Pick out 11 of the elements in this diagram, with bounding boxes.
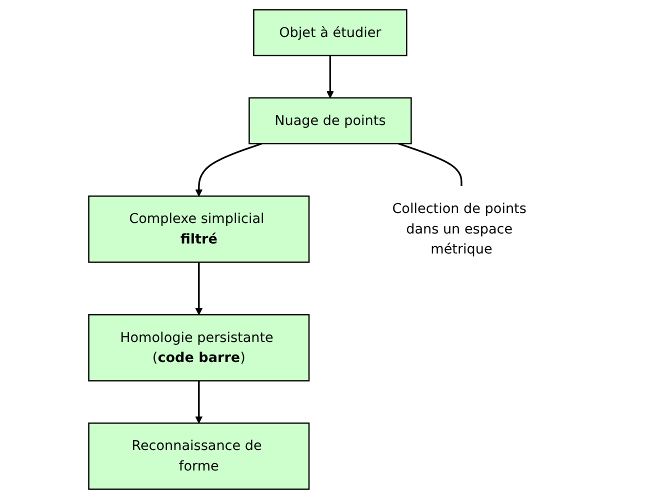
- arrow: [195, 380, 203, 424]
- node-box: [88, 314, 310, 382]
- node-box: [253, 9, 408, 56]
- arrow: [195, 262, 203, 316]
- node-box: [88, 196, 310, 263]
- node-text: Collection de points dans un espace métrique: [392, 200, 527, 258]
- node-box: [88, 422, 310, 490]
- connector: [398, 142, 463, 186]
- arrow: [326, 56, 334, 98]
- arrow: [195, 142, 263, 196]
- node-box: [248, 97, 412, 144]
